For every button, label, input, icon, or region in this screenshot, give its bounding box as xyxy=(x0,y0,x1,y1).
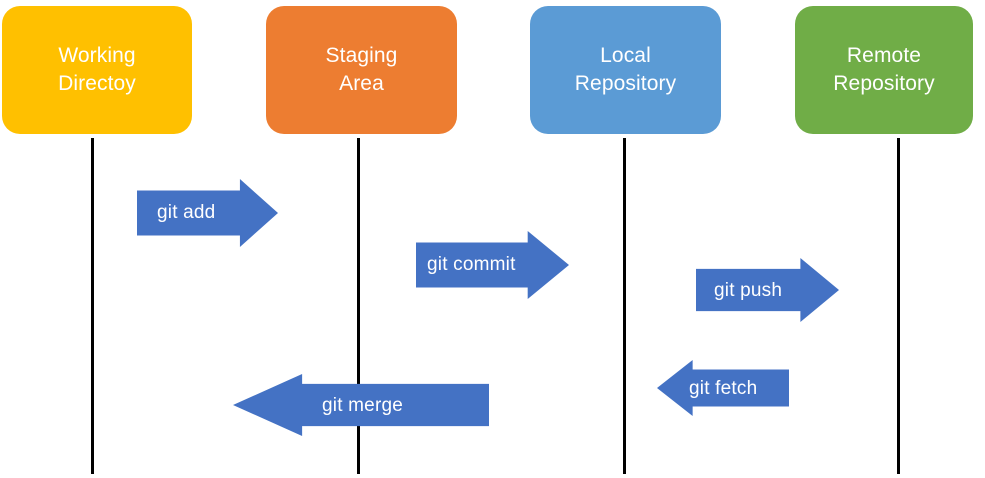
arrow-svg-git-add xyxy=(137,179,278,247)
lifeline-working-directory xyxy=(91,138,94,474)
node-remote-repository[interactable]: Remote Repository xyxy=(795,6,973,134)
arrow-svg-git-push xyxy=(696,258,839,322)
node-local-repository[interactable]: Local Repository xyxy=(530,6,721,134)
node-label-staging-area: Staging Area xyxy=(325,44,398,95)
arrow-shape-git-merge xyxy=(233,374,489,436)
arrow-git-commit[interactable] xyxy=(416,231,569,299)
arrow-shape-git-fetch xyxy=(657,360,789,416)
node-working-directory[interactable]: Working Directoy xyxy=(2,6,192,134)
arrow-shape-git-commit xyxy=(416,231,569,299)
node-label-local-repository: Local Repository xyxy=(574,44,677,95)
arrow-svg-git-commit xyxy=(416,231,569,299)
arrow-svg-git-fetch xyxy=(657,360,789,416)
lifeline-remote-repository xyxy=(897,138,900,474)
node-label-remote-repository: Remote Repository xyxy=(833,44,935,95)
arrow-git-fetch[interactable] xyxy=(657,360,789,416)
arrow-svg-git-merge xyxy=(233,374,489,436)
lifeline-local-repository xyxy=(623,138,626,474)
arrow-git-add[interactable] xyxy=(137,179,278,247)
node-label-working-directory: Working Directoy xyxy=(58,44,136,95)
arrow-shape-git-push xyxy=(696,258,839,322)
arrow-git-merge[interactable] xyxy=(233,374,489,436)
arrow-shape-git-add xyxy=(137,179,278,247)
arrow-git-push[interactable] xyxy=(696,258,839,322)
lifeline-staging-area xyxy=(357,138,360,474)
node-staging-area[interactable]: Staging Area xyxy=(266,6,457,134)
